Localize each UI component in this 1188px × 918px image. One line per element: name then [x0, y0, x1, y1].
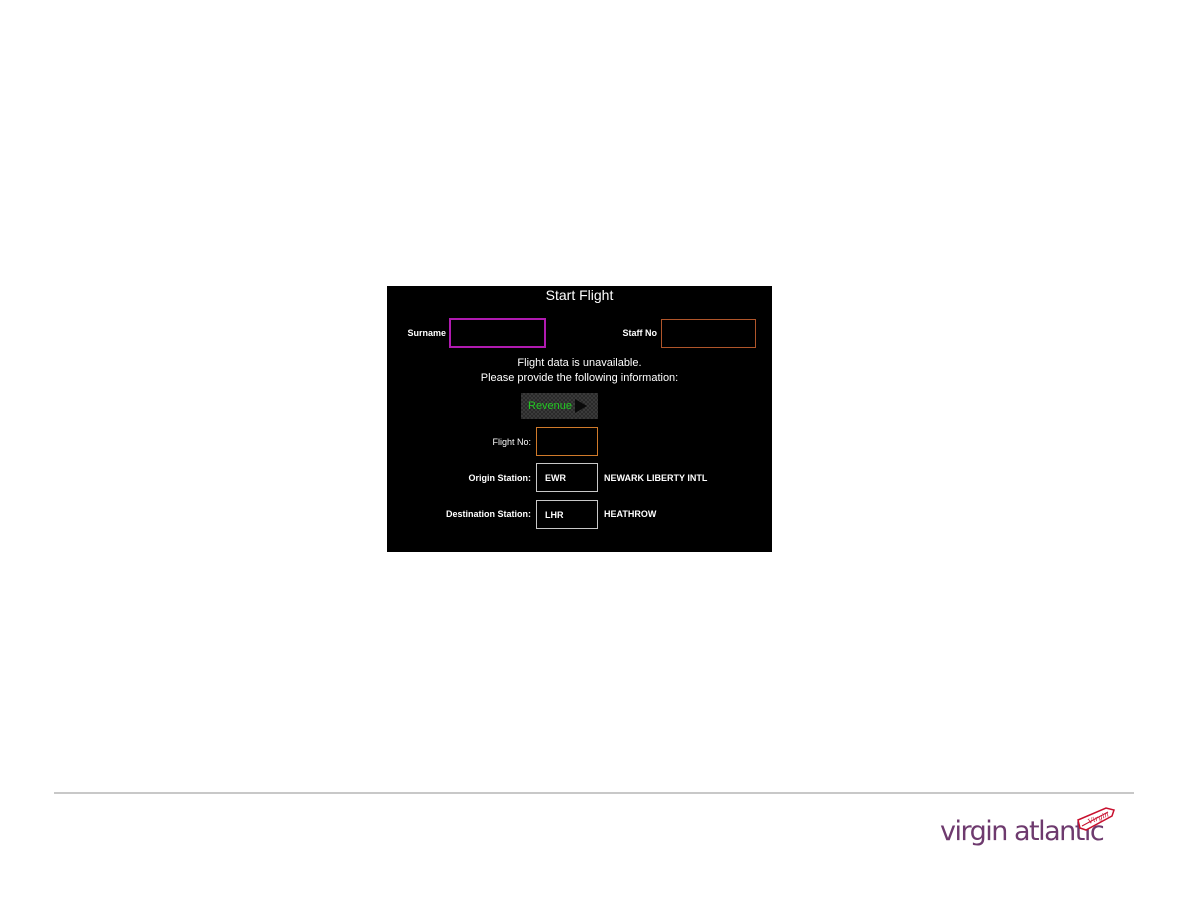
surname-label: Surname [407, 328, 446, 338]
screen-title: Start Flight [545, 287, 614, 303]
unavailable-message: Flight data is unavailable. [517, 357, 642, 369]
logo-wordmark: virgin atlantic [940, 816, 1105, 847]
flight-no-label: Flight No: [492, 437, 531, 447]
staff-no-input[interactable] [661, 319, 756, 348]
destination-station-label: Destination Station: [446, 509, 531, 519]
origin-station-input[interactable]: EWR [536, 463, 598, 492]
virgin-atlantic-logo: virgin atlantic Virgin [940, 806, 1120, 856]
provide-info-message: Please provide the following information… [480, 372, 679, 384]
destination-station-input[interactable]: LHR [536, 500, 598, 529]
origin-station-label: Origin Station: [468, 473, 532, 483]
virgin-emblem-icon: Virgin [1077, 807, 1115, 831]
revenue-button[interactable]: Revenue [521, 393, 598, 419]
play-arrow-icon [575, 399, 588, 413]
start-flight-screen: Start Flight Surname Staff No Flight dat… [387, 286, 772, 552]
surname-input[interactable] [449, 318, 546, 348]
revenue-label: Revenue [528, 400, 573, 412]
flight-no-input[interactable] [536, 427, 598, 456]
origin-station-name: NEWARK LIBERTY INTL [604, 473, 708, 483]
footer-divider [54, 792, 1134, 794]
destination-station-name: HEATHROW [604, 509, 657, 519]
staff-no-label: Staff No [622, 328, 658, 338]
